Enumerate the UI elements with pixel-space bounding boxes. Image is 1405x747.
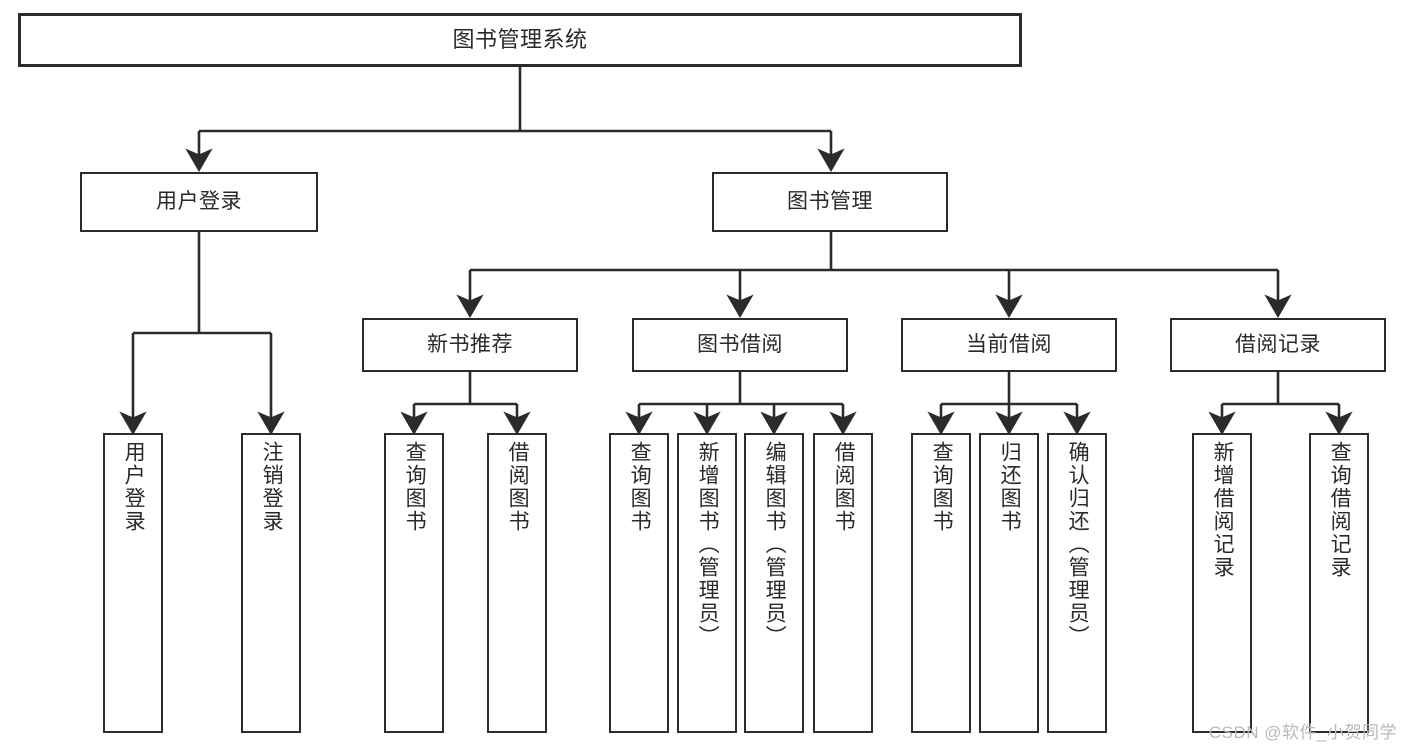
node-new-book-recommend[interactable]: 新书推荐 [362,318,578,372]
node-label: 查询图书 [628,441,652,533]
leaf-query-book-current[interactable]: 查询图书 [911,433,971,733]
leaf-borrow-book-borrow[interactable]: 借阅图书 [813,433,873,733]
leaf-add-book-admin[interactable]: 新增图书（管理员） [677,433,737,733]
node-label: 图书管理 [787,189,873,213]
node-label: 借阅图书 [506,441,530,533]
leaf-query-borrow-record[interactable]: 查询借阅记录 [1309,433,1369,733]
node-label: 用户登录 [156,189,242,213]
node-label: 图书管理系统 [452,27,588,53]
node-label: 查询借阅记录 [1328,441,1352,579]
node-label: 归还图书 [998,441,1022,533]
node-label: 借阅记录 [1235,332,1321,356]
node-label: 查询图书 [930,441,954,533]
leaf-edit-book-admin[interactable]: 编辑图书（管理员） [744,433,804,733]
node-user-login[interactable]: 用户登录 [80,172,318,232]
leaf-confirm-return-admin[interactable]: 确认归还（管理员） [1047,433,1107,733]
node-label: 新增图书（管理员） [696,441,720,648]
node-borrow-record[interactable]: 借阅记录 [1170,318,1386,372]
node-label: 用户登录 [122,441,146,533]
node-label: 借阅图书 [832,441,856,533]
node-label: 新书推荐 [427,332,513,356]
leaf-query-book-borrow[interactable]: 查询图书 [609,433,669,733]
node-label: 查询图书 [403,441,427,533]
node-current-borrow[interactable]: 当前借阅 [901,318,1117,372]
node-label: 编辑图书（管理员） [763,441,787,648]
leaf-return-book[interactable]: 归还图书 [979,433,1039,733]
leaf-logout-login[interactable]: 注销登录 [241,433,301,733]
node-label: 注销登录 [260,441,284,533]
leaf-borrow-book-new-recommend[interactable]: 借阅图书 [487,433,547,733]
node-label: 确认归还（管理员） [1066,441,1090,648]
node-root-book-management-system[interactable]: 图书管理系统 [18,13,1022,67]
leaf-user-login[interactable]: 用户登录 [103,433,163,733]
node-book-manage[interactable]: 图书管理 [712,172,948,232]
leaf-add-borrow-record[interactable]: 新增借阅记录 [1192,433,1252,733]
node-label: 新增借阅记录 [1211,441,1235,579]
node-label: 当前借阅 [966,332,1052,356]
node-book-borrow[interactable]: 图书借阅 [632,318,848,372]
leaf-query-book-new-recommend[interactable]: 查询图书 [384,433,444,733]
csdn-watermark: CSDN @软件_小贺同学 [1208,723,1397,742]
node-label: 图书借阅 [697,332,783,356]
